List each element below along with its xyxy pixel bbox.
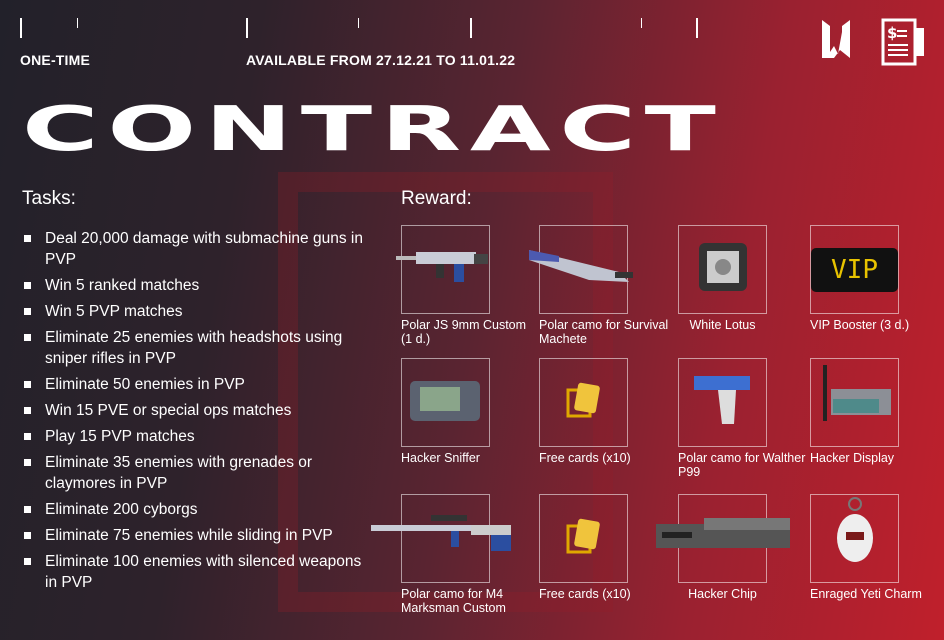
- reward-item[interactable]: Polar camo for Walther P99: [678, 358, 813, 479]
- reward-label: Hacker Display: [810, 451, 895, 465]
- task-list: Deal 20,000 damage with submachine guns …: [24, 228, 364, 598]
- tasks-heading: Tasks:: [22, 188, 76, 209]
- reward-item[interactable]: Hacker Sniffer: [401, 358, 536, 465]
- reward-label: Free cards (x10): [539, 451, 631, 465]
- sniffer-icon: [406, 375, 486, 430]
- cards-icon: [564, 380, 604, 425]
- task-item: Win 15 PVE or special ops matches: [24, 400, 364, 421]
- task-item: Eliminate 35 enemies with grenades or cl…: [24, 452, 364, 494]
- reward-image-frame: [539, 494, 628, 583]
- rifle-icon: [370, 511, 521, 566]
- task-item: Eliminate 100 enemies with silenced weap…: [24, 551, 364, 593]
- machete-icon: [528, 242, 639, 297]
- availability-dates: AVAILABLE FROM 27.12.21 TO 11.01.22: [246, 52, 516, 68]
- reward-image-frame: [810, 358, 899, 447]
- reward-label: Polar camo for Walther P99: [678, 451, 806, 479]
- reward-label: Polar camo for Survival Machete: [539, 318, 669, 346]
- reward-item[interactable]: Hacker Display: [810, 358, 944, 465]
- task-item: Win 5 PVP matches: [24, 301, 364, 322]
- reward-label: Polar JS 9mm Custom (1 d.): [401, 318, 527, 346]
- background-contract-mark: [278, 172, 613, 612]
- task-item: Eliminate 75 enemies while sliding in PV…: [24, 525, 364, 546]
- reward-image-frame: [539, 358, 628, 447]
- reward-image-frame: VIP: [810, 225, 899, 314]
- reward-item[interactable]: Hacker Chip: [655, 494, 813, 601]
- reward-label: White Lotus: [689, 318, 756, 332]
- page-title: CONTRACT: [22, 92, 725, 165]
- task-item: Play 15 PVP matches: [24, 426, 364, 447]
- reward-label: Hacker Chip: [688, 587, 757, 601]
- reward-image-frame: [370, 494, 511, 583]
- reward-image-frame: [678, 358, 767, 447]
- reward-image-frame: [401, 358, 490, 447]
- task-item: Eliminate 50 enemies in PVP: [24, 374, 364, 395]
- reward-image-frame: [678, 225, 767, 314]
- smg-icon: [395, 242, 496, 297]
- box-icon: [693, 237, 753, 302]
- task-item: Eliminate 200 cyborgs: [24, 499, 364, 520]
- charm-icon: [830, 496, 880, 581]
- reward-item[interactable]: Polar camo for Survival Machete: [528, 225, 674, 346]
- reward-label: Free cards (x10): [539, 587, 631, 601]
- contract-type: ONE-TIME: [20, 52, 91, 68]
- reward-image-frame: [810, 494, 899, 583]
- task-item: Win 5 ranked matches: [24, 275, 364, 296]
- vip-icon: VIP: [811, 247, 898, 292]
- reward-heading: Reward:: [401, 188, 472, 209]
- reward-label: VIP Booster (3 d.): [810, 318, 910, 332]
- task-item: Eliminate 25 enemies with headshots usin…: [24, 327, 364, 369]
- svg-text:$: $: [887, 24, 897, 42]
- reward-item[interactable]: Free cards (x10): [539, 358, 674, 465]
- reward-item[interactable]: Polar camo for M4 Marksman Custom: [370, 494, 536, 615]
- reward-image-frame: [655, 494, 790, 583]
- contract-document-icon: $: [881, 18, 924, 66]
- reward-image-frame: [395, 225, 490, 314]
- reward-item[interactable]: Enraged Yeti Charm: [810, 494, 944, 601]
- reward-item[interactable]: Polar JS 9mm Custom (1 d.): [395, 225, 536, 346]
- warface-logo-icon: [822, 20, 850, 58]
- cards-icon: [564, 516, 604, 561]
- reward-label: Hacker Sniffer: [401, 451, 480, 465]
- pistol-icon: [688, 370, 758, 435]
- reward-item[interactable]: Free cards (x10): [539, 494, 674, 601]
- reward-image-frame: [528, 225, 633, 314]
- reward-item[interactable]: White Lotus: [678, 225, 813, 332]
- reward-item[interactable]: VIP VIP Booster (3 d.): [810, 225, 944, 332]
- display-icon: [815, 365, 895, 440]
- chip-icon: [655, 516, 790, 561]
- task-item: Deal 20,000 damage with submachine guns …: [24, 228, 364, 270]
- reward-label: Polar camo for M4 Marksman Custom: [401, 587, 506, 615]
- reward-label: Enraged Yeti Charm: [810, 587, 922, 601]
